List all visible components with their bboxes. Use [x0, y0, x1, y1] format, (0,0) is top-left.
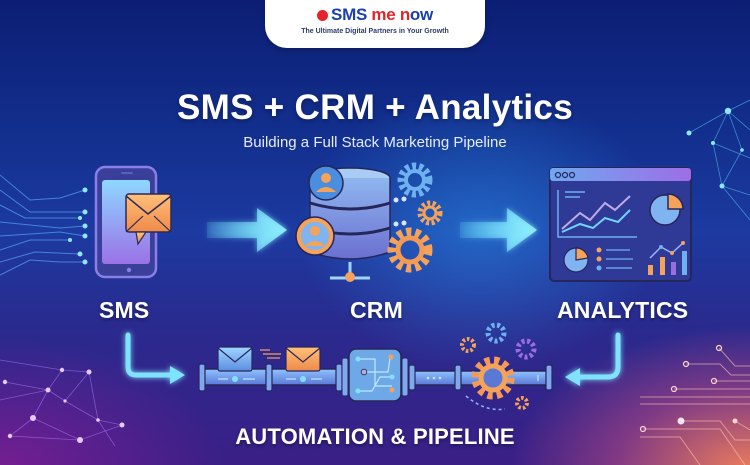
gear-icon — [387, 227, 433, 273]
gear-icon — [485, 322, 507, 344]
o-signal-glyph: o — [409, 5, 420, 24]
gear-icon — [460, 337, 476, 353]
envelope-icon — [217, 346, 253, 372]
gear-icon — [515, 396, 529, 410]
envelope-icon — [285, 346, 321, 372]
bar-chart-icon — [648, 241, 687, 275]
gear-icon — [471, 356, 515, 400]
curved-arrow-left-icon — [565, 332, 621, 386]
gear-icon — [397, 162, 433, 198]
brand-logo-wordmark: SMS me now — [265, 5, 485, 25]
curved-arrow-right-icon — [125, 332, 185, 384]
user-avatar-icon — [308, 165, 344, 201]
brand-logo[interactable]: SMS me now The Ultimate Digital Partners… — [265, 0, 485, 48]
brand-tagline: The Ultimate Digital Partners in Your Gr… — [301, 28, 449, 35]
gear-icon — [417, 200, 443, 226]
pie-chart-icon — [649, 193, 684, 226]
stage-label-sms: SMS — [99, 297, 150, 323]
envelope-chat-icon — [125, 193, 172, 246]
circuit-chip-icon — [341, 348, 409, 402]
pipeline-label: AUTOMATION & PIPELINE — [235, 424, 515, 449]
user-avatar-icon — [295, 216, 335, 256]
page-title: SMS + CRM + Analytics — [177, 88, 573, 127]
pie-chart-icon — [563, 247, 589, 273]
gear-icon — [515, 338, 537, 360]
page-subtitle: Building a Full Stack Marketing Pipeline — [243, 134, 507, 151]
stage-label-analytics: ANALYTICS — [557, 297, 689, 323]
chat-bubble-icon — [317, 10, 329, 21]
stage-label-crm: CRM — [350, 297, 403, 323]
